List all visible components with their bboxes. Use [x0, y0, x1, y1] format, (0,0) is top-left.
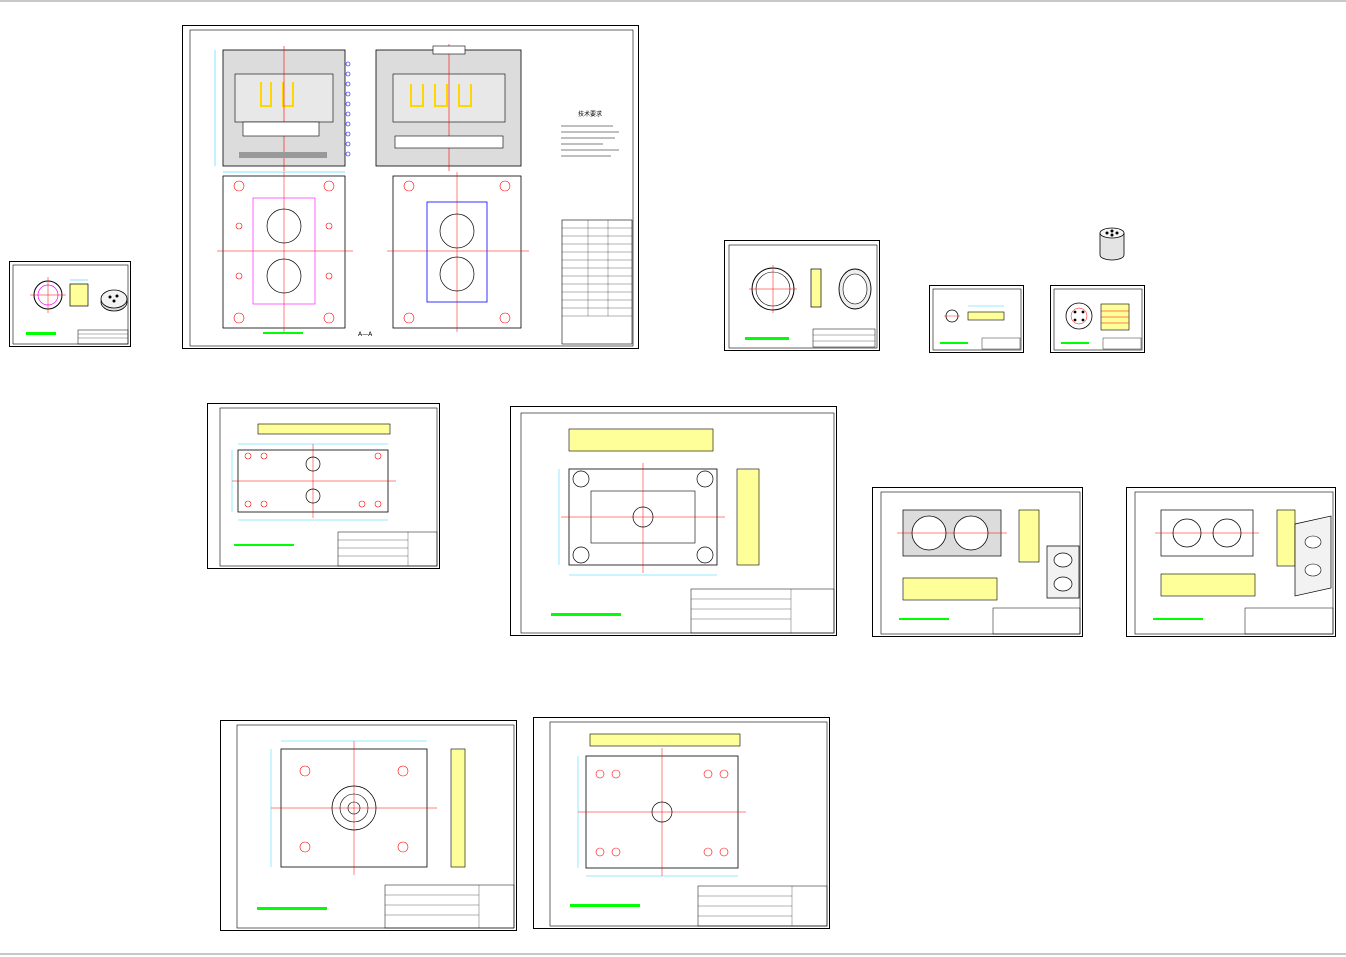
core-plate-drawing — [1134, 491, 1334, 635]
drawing-sheet-moving-plate[interactable] — [510, 406, 837, 636]
moving-plate-drawing — [520, 412, 835, 634]
cylinder-part-icon[interactable] — [1096, 225, 1128, 263]
section-label: A—A — [358, 331, 373, 338]
insert-small-drawing — [1053, 288, 1143, 351]
viewport-bottom-border — [0, 953, 1346, 955]
viewport-top-border — [0, 0, 1346, 2]
drawing-sheet-fixed-clamp-plate[interactable] — [220, 720, 517, 931]
drawing-sheet-part-small-left[interactable] — [9, 261, 131, 347]
drawing-sheet-core-pin-small[interactable] — [929, 285, 1024, 353]
moving-clamp-plate-drawing — [549, 721, 828, 927]
drawing-sheet-plate-long[interactable] — [207, 403, 440, 569]
drawing-sheet-mold-assembly[interactable]: 技术要求 A — [182, 25, 639, 349]
drawing-sheet-cavity-plate[interactable] — [872, 487, 1083, 637]
svg-text:技术要求: 技术要求 — [578, 110, 602, 118]
ring-part-drawing — [728, 244, 878, 349]
drawing-sheet-moving-clamp-plate[interactable] — [533, 717, 830, 929]
fixed-clamp-plate-drawing — [236, 724, 515, 929]
core-pin-drawing — [932, 288, 1022, 351]
plate-long-drawing — [219, 407, 438, 567]
drawing-sheet-insert-small[interactable] — [1050, 285, 1145, 353]
drawing-sheet-ring-part[interactable] — [724, 240, 880, 351]
drawing-sheet-core-plate[interactable] — [1126, 487, 1336, 637]
cavity-plate-drawing — [880, 491, 1081, 635]
mold-assembly-drawing: 技术要求 A — [189, 29, 634, 347]
part-small-left-drawing — [12, 264, 129, 345]
